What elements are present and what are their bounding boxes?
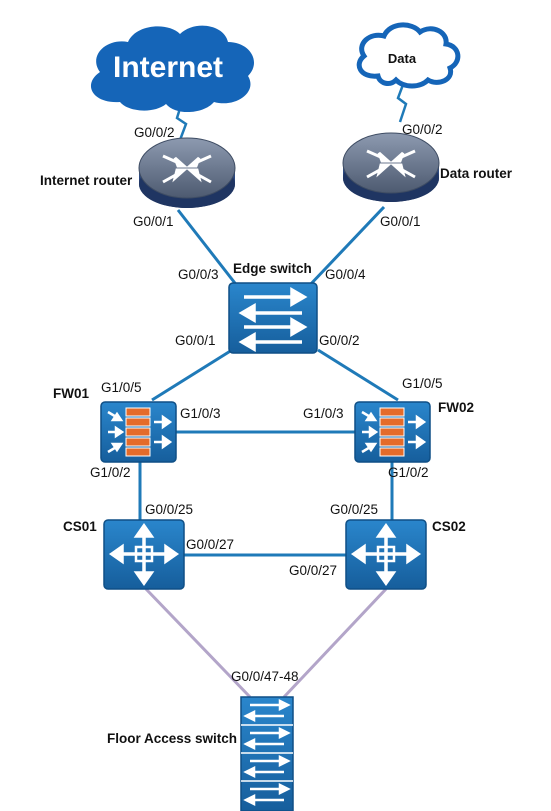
port-label: G0/0/47-48 bbox=[231, 669, 299, 684]
data-cloud-icon: Data bbox=[356, 22, 461, 89]
fw01-label: FW01 bbox=[53, 386, 89, 401]
link-cs02-to-floor bbox=[282, 587, 388, 699]
fw02-label: FW02 bbox=[438, 400, 474, 415]
link-data-router-to-edge bbox=[306, 205, 386, 289]
port-label: G0/0/3 bbox=[178, 267, 219, 282]
link-edge-to-fw02 bbox=[317, 348, 399, 402]
port-label: G0/0/25 bbox=[330, 502, 378, 517]
port-label: G0/0/2 bbox=[134, 125, 175, 140]
link-edge-to-fw01 bbox=[151, 348, 233, 402]
port-label: G1/0/5 bbox=[402, 376, 443, 391]
internet-cloud-label: Internet bbox=[113, 51, 223, 84]
data-cloud-label: Data bbox=[388, 51, 417, 66]
floor-access-switch-label: Floor Access switch bbox=[107, 731, 237, 746]
port-label: G0/0/27 bbox=[186, 537, 234, 552]
cs02-core-switch-icon bbox=[345, 519, 427, 590]
port-label: G0/0/25 bbox=[145, 502, 193, 517]
port-label: G0/0/27 bbox=[289, 563, 337, 578]
link-data-cloud-to-router bbox=[396, 81, 408, 123]
port-label: G1/0/3 bbox=[303, 406, 344, 421]
port-label: G0/0/2 bbox=[402, 122, 443, 137]
internet-router-icon bbox=[138, 137, 236, 208]
cs01-core-switch-icon bbox=[103, 519, 185, 590]
cs01-label: CS01 bbox=[63, 519, 97, 534]
internet-router-label: Internet router bbox=[40, 173, 133, 188]
link-cs01-to-floor bbox=[144, 587, 252, 699]
internet-cloud-icon: Internet bbox=[90, 25, 255, 113]
edge-switch-icon bbox=[228, 282, 318, 354]
data-router-label: Data router bbox=[440, 166, 513, 181]
floor-access-switch-stack-icon bbox=[240, 696, 294, 811]
port-label: G0/0/4 bbox=[325, 267, 366, 282]
link-internet-router-to-edge bbox=[176, 209, 240, 288]
fw02-firewall-icon bbox=[354, 401, 431, 463]
port-label: G1/0/5 bbox=[101, 380, 142, 395]
port-label: G0/0/1 bbox=[380, 214, 421, 229]
cs02-label: CS02 bbox=[432, 519, 466, 534]
port-label: G0/0/1 bbox=[133, 214, 174, 229]
fw01-firewall-icon bbox=[100, 401, 177, 463]
port-label: G1/0/2 bbox=[388, 465, 429, 480]
data-router-icon bbox=[342, 132, 440, 202]
port-label: G1/0/3 bbox=[180, 406, 221, 421]
edge-switch-label: Edge switch bbox=[233, 261, 312, 276]
port-label: G1/0/2 bbox=[90, 465, 131, 480]
links bbox=[138, 81, 408, 699]
port-label: G0/0/1 bbox=[175, 333, 216, 348]
port-label: G0/0/2 bbox=[319, 333, 360, 348]
